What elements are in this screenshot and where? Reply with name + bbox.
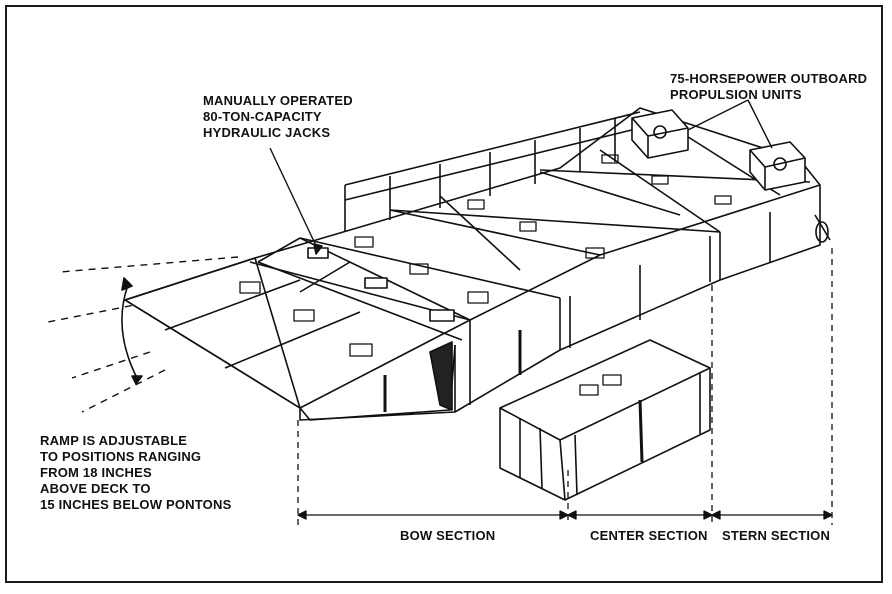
svg-text:FROM 18 INCHES: FROM 18 INCHES — [40, 465, 152, 480]
barge-hull-side — [299, 185, 821, 421]
ramp-callout: RAMP IS ADJUSTABLE TO POSITIONS RANGING … — [40, 433, 232, 512]
bow-ramp — [124, 257, 463, 421]
propeller-icon — [814, 214, 831, 243]
stern-section-label: STERN SECTION — [722, 528, 830, 543]
svg-text:HYDRAULIC JACKS: HYDRAULIC JACKS — [203, 125, 330, 140]
svg-text:80-TON-CAPACITY: 80-TON-CAPACITY — [203, 109, 322, 124]
outboard-leader-left — [687, 99, 749, 131]
center-section-label: CENTER SECTION — [590, 528, 708, 543]
svg-text:15 INCHES BELOW PONTONS: 15 INCHES BELOW PONTONS — [40, 497, 232, 512]
svg-text:75-HORSEPOWER OUTBOARD: 75-HORSEPOWER OUTBOARD — [670, 71, 867, 86]
separate-ponton-section — [499, 339, 711, 501]
diagram-frame — [5, 5, 883, 583]
side-railing — [344, 111, 641, 232]
ramp-range-lines — [47, 256, 239, 413]
section-dimensions — [297, 248, 833, 525]
bow-section-label: BOW SECTION — [400, 528, 495, 543]
svg-text:MANUALLY OPERATED: MANUALLY OPERATED — [203, 93, 353, 108]
outboard-unit-left — [631, 109, 689, 159]
outboard-unit-right — [749, 141, 806, 191]
svg-text:PROPULSION UNITS: PROPULSION UNITS — [670, 87, 802, 102]
jacks-leader-line — [269, 147, 319, 251]
svg-text:ABOVE DECK TO: ABOVE DECK TO — [40, 481, 151, 496]
svg-text:TO POSITIONS RANGING: TO POSITIONS RANGING — [40, 449, 201, 464]
outboard-callout: 75-HORSEPOWER OUTBOARD PROPULSION UNITS — [670, 71, 867, 102]
ramp-angle-arc — [121, 284, 139, 381]
svg-text:RAMP IS ADJUSTABLE: RAMP IS ADJUSTABLE — [40, 433, 187, 448]
hatch-covers — [239, 154, 732, 357]
jacks-callout: MANUALLY OPERATED 80-TON-CAPACITY HYDRAU… — [203, 93, 353, 140]
outboard-leader-right — [747, 99, 773, 149]
